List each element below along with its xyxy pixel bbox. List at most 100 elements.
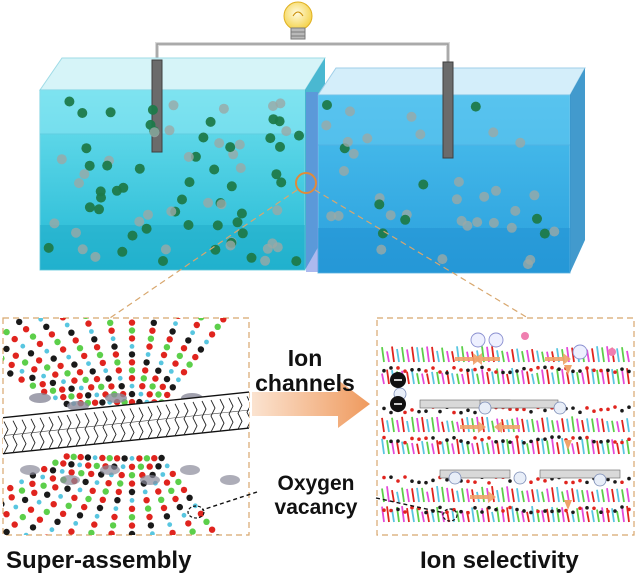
atom (172, 360, 178, 366)
ion-channels-label-line2: channels (246, 371, 364, 396)
atom (29, 375, 35, 381)
atom (64, 370, 70, 376)
anion (523, 259, 533, 269)
atom (68, 469, 74, 475)
cation (85, 202, 95, 212)
atom (68, 330, 74, 336)
atom (543, 479, 547, 483)
ion-cluster (140, 475, 160, 485)
atom (129, 311, 135, 317)
atom (68, 461, 74, 467)
atom (85, 462, 91, 468)
atom (198, 314, 204, 320)
atom (578, 436, 582, 440)
atom (60, 511, 66, 517)
atom (161, 505, 167, 511)
atom (9, 362, 15, 368)
atom (146, 343, 152, 349)
ion-cluster (60, 475, 80, 485)
atom (438, 410, 442, 414)
atom (57, 363, 63, 369)
cation (206, 117, 216, 127)
atom (85, 454, 91, 460)
atom (94, 344, 100, 350)
atom (158, 455, 164, 461)
atom (382, 476, 386, 480)
atom (83, 313, 89, 319)
cation (128, 231, 138, 241)
atom (438, 370, 442, 374)
anion (334, 211, 344, 221)
anion (219, 104, 229, 114)
atom (64, 486, 70, 492)
cation-icon (521, 332, 529, 340)
atom (129, 367, 135, 373)
atom (145, 505, 151, 511)
atom (578, 506, 582, 510)
atom (114, 455, 120, 461)
atom (71, 454, 77, 460)
cation (118, 183, 128, 193)
atom (606, 510, 610, 514)
atom (52, 460, 58, 466)
atom (113, 351, 119, 357)
atom (592, 368, 596, 372)
atom (31, 490, 37, 496)
atom (60, 346, 66, 352)
atom (176, 377, 181, 382)
atom (190, 330, 195, 335)
atom (130, 456, 135, 461)
atom (189, 528, 195, 534)
atom (104, 304, 110, 310)
cation (135, 164, 145, 174)
cation (233, 217, 243, 227)
atom (119, 472, 125, 478)
atom (599, 408, 603, 412)
anion (489, 218, 499, 228)
atom (54, 339, 60, 345)
atom (116, 489, 122, 495)
atom (181, 345, 187, 351)
atom (44, 509, 50, 515)
atom (203, 519, 209, 525)
atom (522, 441, 526, 445)
atom (494, 508, 498, 512)
atom (452, 436, 456, 440)
hydrated-ion (449, 472, 461, 484)
atom (396, 508, 400, 512)
atom (606, 408, 610, 412)
atom (116, 367, 122, 373)
hydrated-ion (489, 333, 503, 347)
atom (410, 437, 414, 441)
atom (508, 506, 512, 510)
atom (515, 435, 519, 439)
atom (30, 333, 36, 339)
atom (66, 355, 71, 360)
atom (613, 370, 617, 374)
anion (166, 206, 176, 216)
cation (117, 247, 127, 257)
atom (382, 436, 386, 440)
atom (88, 471, 94, 477)
atom (571, 406, 575, 410)
atom (508, 440, 512, 444)
light-bulb-icon (284, 2, 312, 39)
atom (9, 494, 15, 500)
atom (417, 368, 421, 372)
atom (30, 524, 36, 530)
atom (181, 487, 187, 493)
atom (130, 384, 135, 389)
ion-cluster (105, 393, 127, 403)
atom (129, 531, 135, 537)
atom (473, 506, 477, 510)
anion (143, 210, 153, 220)
atom (44, 364, 50, 370)
atom (129, 489, 135, 495)
atom (536, 366, 540, 370)
atom (77, 393, 83, 399)
atom (198, 346, 204, 352)
anion (57, 154, 67, 164)
anion (437, 254, 447, 264)
atom (585, 481, 589, 485)
atom (86, 361, 91, 366)
